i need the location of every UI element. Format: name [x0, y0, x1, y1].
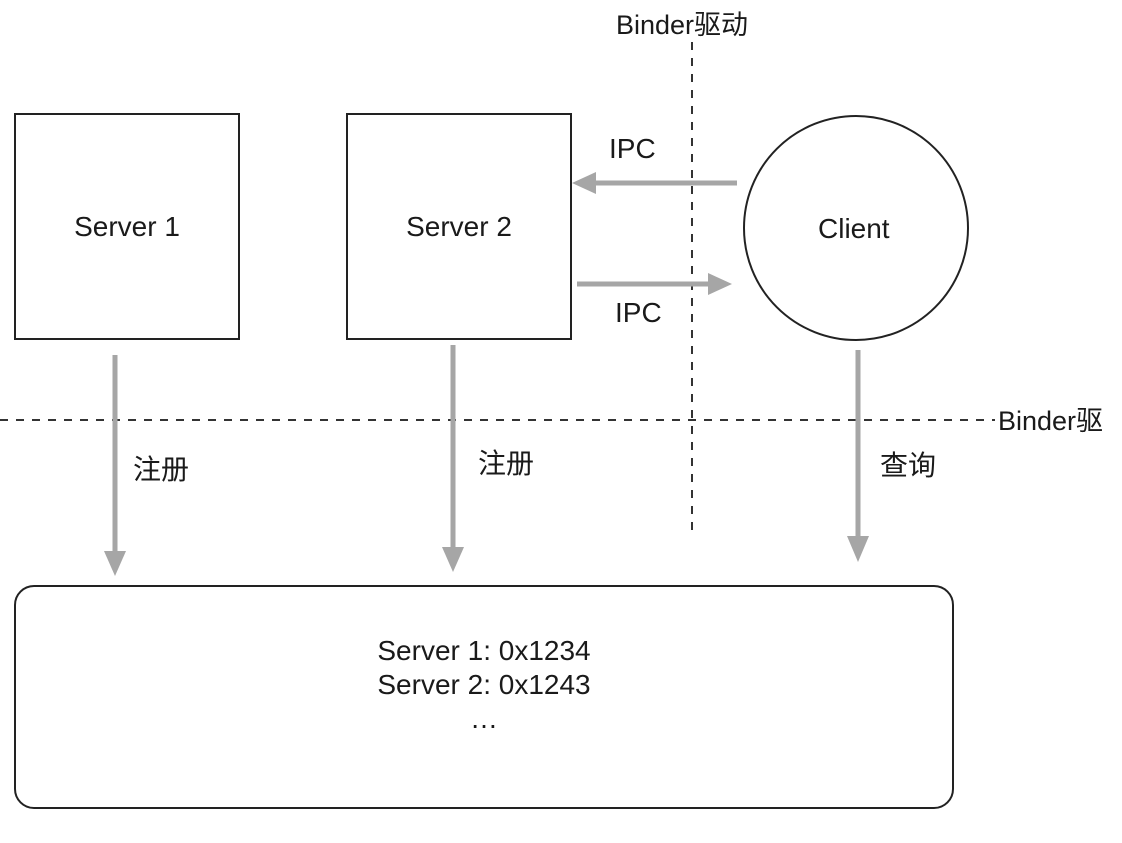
- registry-line-ellipsis: …: [470, 703, 498, 734]
- ipc-arrowhead-left: [572, 172, 596, 194]
- register-arrowhead-server1: [104, 551, 126, 576]
- registry-line-1: Server 1: 0x1234: [377, 635, 591, 666]
- driver-label-right: Binder驱: [998, 406, 1104, 436]
- query-arrowhead-client: [847, 536, 869, 562]
- server1-node: Server 1: [14, 113, 240, 340]
- service-registry: Server 1: 0x1234 Server 2: 0x1243 …: [14, 585, 954, 809]
- driver-label-top: Binder驱动: [616, 10, 749, 40]
- server1-label: Server 1: [74, 210, 180, 242]
- register-arrowhead-server2: [442, 547, 464, 572]
- client-label: Client: [818, 213, 890, 244]
- ipc-arrowhead-right: [708, 273, 732, 295]
- registry-line-2: Server 2: 0x1243: [377, 669, 591, 700]
- server2-label: Server 2: [406, 210, 512, 242]
- ipc-label-top: IPC: [609, 133, 656, 164]
- ipc-label-bottom: IPC: [615, 297, 662, 328]
- server2-node: Server 2: [346, 113, 572, 340]
- query-label: 查询: [880, 450, 937, 481]
- register-label-1: 注册: [133, 454, 190, 485]
- register-label-2: 注册: [478, 448, 535, 479]
- client-node: [743, 115, 969, 341]
